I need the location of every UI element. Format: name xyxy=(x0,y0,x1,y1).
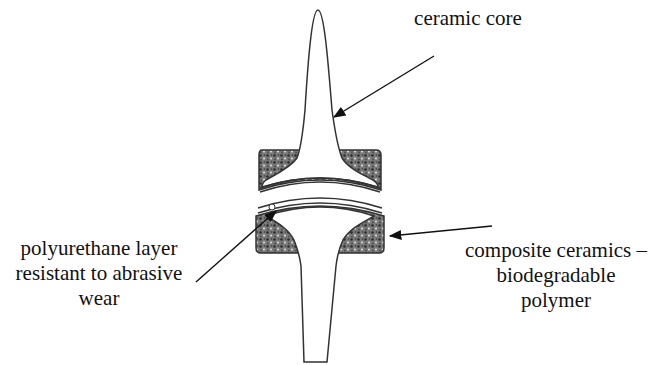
leader-arrow xyxy=(390,226,492,236)
layer-mark xyxy=(269,204,275,210)
lower-ceramic-core xyxy=(266,207,374,362)
part-label: composite ceramics – biodegradable polym… xyxy=(460,238,652,313)
lower-polyurethane-layer xyxy=(258,203,382,213)
leader-arrow xyxy=(334,56,434,117)
part-label: polyurethane layer resistant to abrasive… xyxy=(4,236,194,311)
upper-polyurethane-layer xyxy=(260,182,380,192)
part-label: ceramic core xyxy=(412,6,524,31)
leader-arrow xyxy=(196,211,276,282)
upper-ceramic-core xyxy=(262,10,378,187)
